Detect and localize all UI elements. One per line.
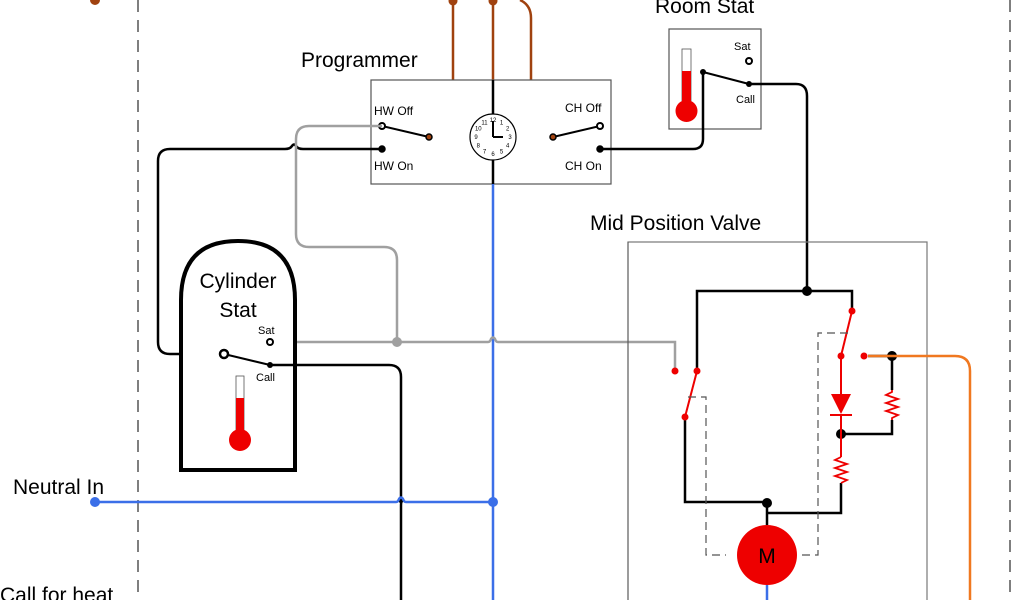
clock-icon: 121234567891011 <box>469 113 517 161</box>
hw-off-grey-wire <box>294 124 399 342</box>
sat-grey-wire <box>270 336 677 370</box>
mid-position-valve-title: Mid Position Valve <box>590 212 761 235</box>
room-stat-sat-terminal <box>745 57 753 65</box>
neutral-in-terminal <box>90 497 100 507</box>
room-stat-switch-blade <box>702 71 750 85</box>
clock-number: 10 <box>475 127 482 133</box>
hw-on-label: HW On <box>374 159 413 173</box>
valve-top-junction <box>802 286 812 296</box>
motor-label: M <box>758 545 776 568</box>
clock-number: 1 <box>500 120 504 126</box>
neutral-junction <box>488 497 498 507</box>
ch-switch-blade <box>552 125 601 138</box>
cylinder-stat-body <box>179 238 297 472</box>
hw-off-label: HW Off <box>374 104 414 118</box>
clock-number: 9 <box>474 135 478 141</box>
call-for-heat-label: Call for heat <box>0 584 113 600</box>
ch-on-label: CH On <box>565 159 602 173</box>
cylinder-stat-thermometer-icon <box>229 375 251 451</box>
live-junction-2 <box>488 0 498 6</box>
cylinder-stat-common-terminal <box>218 348 230 360</box>
cylinder-stat-title-line2: Stat <box>219 299 257 322</box>
room-stat-sat-label: Sat <box>734 41 751 53</box>
valve-left-switch-terminal-a <box>671 367 679 375</box>
valve-right-switch-terminal-c <box>860 352 868 360</box>
room-stat-thermometer-icon <box>675 48 698 122</box>
valve-internal-wiring <box>683 289 894 525</box>
clock-number: 7 <box>483 150 487 156</box>
clock-number: 11 <box>481 120 488 126</box>
ch-common-terminal <box>549 133 557 141</box>
ch-off-terminal <box>596 122 604 130</box>
clock-number: 5 <box>500 150 504 156</box>
hw-common-terminal <box>425 133 433 141</box>
motor-icon <box>737 525 797 585</box>
cylinder-stat-sat-terminal <box>266 338 274 346</box>
ch-on-to-room-stat-wire <box>600 72 705 151</box>
clock-number: 6 <box>491 152 495 158</box>
clock-number: 4 <box>506 144 510 150</box>
cylinder-stat-call-label: Call <box>256 372 275 384</box>
clock-number: 3 <box>508 135 512 141</box>
live-terminal <box>90 0 100 5</box>
diode-icon <box>830 356 852 434</box>
resistor-icon <box>883 390 901 420</box>
programmer-title: Programmer <box>301 49 418 72</box>
neutral-in-wire <box>95 496 493 504</box>
valve-left-switch-terminal-c <box>681 413 689 421</box>
live-junction-1 <box>448 0 458 6</box>
clock-number: 2 <box>506 127 510 133</box>
valve-orange-wire <box>868 354 972 600</box>
cylinder-stat-title-line1: Cylinder <box>199 270 276 293</box>
cylinder-stat-sat-label: Sat <box>258 325 275 337</box>
valve-left-switch-blade <box>684 370 698 418</box>
room-stat-call-label: Call <box>736 94 755 106</box>
room-stat-call-to-valve-wire <box>749 82 809 291</box>
room-stat-title: Room Stat <box>655 0 754 18</box>
ch-off-label: CH Off <box>565 101 602 115</box>
cylinder-stat-switch-blade <box>223 353 271 366</box>
valve-right-switch-terminal-a <box>848 307 856 315</box>
grey-junction <box>392 337 402 347</box>
valve-left-switch-terminal-b <box>693 367 701 375</box>
clock-number: 8 <box>477 144 481 150</box>
hw-switch-blade <box>381 125 430 138</box>
valve-bottom-junction <box>762 498 772 508</box>
resistor-icon <box>832 434 850 484</box>
neutral-in-label: Neutral In <box>13 476 104 499</box>
valve-linkage-dashed-right <box>775 332 848 556</box>
